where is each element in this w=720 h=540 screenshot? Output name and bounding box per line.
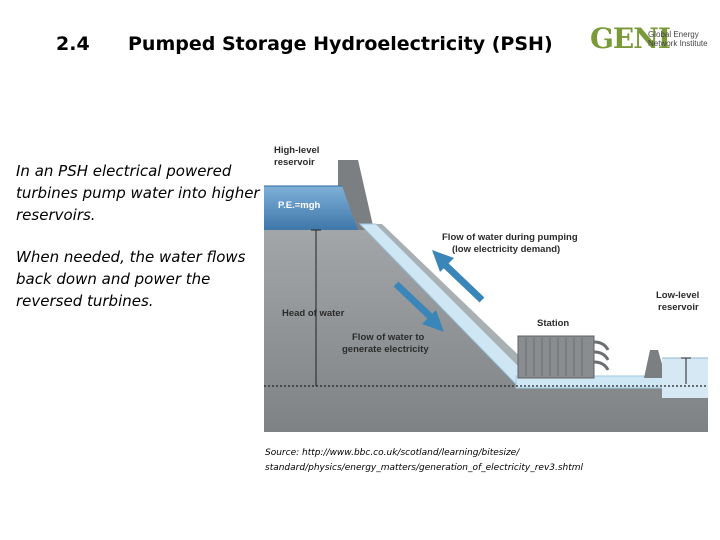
upper-reservoir-water xyxy=(264,186,358,230)
lower-reservoir-water xyxy=(662,358,708,398)
power-station xyxy=(517,335,595,379)
arrow-up-pumping xyxy=(432,250,485,303)
label-pe-formula: P.E.=mgh xyxy=(278,200,321,211)
logo-mark: GENI xyxy=(590,22,671,55)
source-line-2: standard/physics/energy_matters/generati… xyxy=(265,463,584,473)
label-low-reservoir-1: Low-level xyxy=(656,290,699,301)
logo-line-1: Global Energy xyxy=(648,30,699,39)
arrow-down-generating xyxy=(393,281,444,332)
slope-surface xyxy=(376,224,534,374)
source-citation: Source: http://www.bbc.co.uk/scotland/le… xyxy=(265,446,715,476)
label-head-of-water: Head of water xyxy=(282,308,345,319)
label-station: Station xyxy=(537,318,569,329)
power-cables xyxy=(593,340,610,371)
logo-text: Global Energy Network Institute xyxy=(648,30,710,48)
paragraph-psh-generating: When needed, the water flows back down a… xyxy=(16,248,246,310)
geni-logo: GENI Global Energy Network Institute xyxy=(590,22,710,58)
label-high-reservoir-1: High-level xyxy=(274,145,319,156)
label-generating-1: Flow of water to xyxy=(352,332,425,343)
label-generating-2: generate electricity xyxy=(342,344,429,355)
source-line-1: Source: http://www.bbc.co.uk/scotland/le… xyxy=(265,448,520,458)
psh-diagram-svg: High-level reservoir P.E.=mgh Flow of wa… xyxy=(264,138,708,432)
label-low-reservoir-2: reservoir xyxy=(658,302,699,313)
paragraph-psh-pumping: In an PSH electrical powered turbines pu… xyxy=(16,162,260,224)
slide-number: 2.4 xyxy=(56,33,90,55)
label-high-reservoir-2: reservoir xyxy=(274,157,315,168)
lower-dam-wall xyxy=(644,350,666,378)
logo-line-2: Network Institute xyxy=(648,39,708,48)
psh-diagram: High-level reservoir P.E.=mgh Flow of wa… xyxy=(264,138,708,432)
label-pumping-1: Flow of water during pumping xyxy=(442,232,578,243)
label-pumping-2: (low electricity demand) xyxy=(452,244,560,255)
slide-title: Pumped Storage Hydroelectricity (PSH) xyxy=(128,33,553,55)
station-stripes xyxy=(525,338,583,376)
